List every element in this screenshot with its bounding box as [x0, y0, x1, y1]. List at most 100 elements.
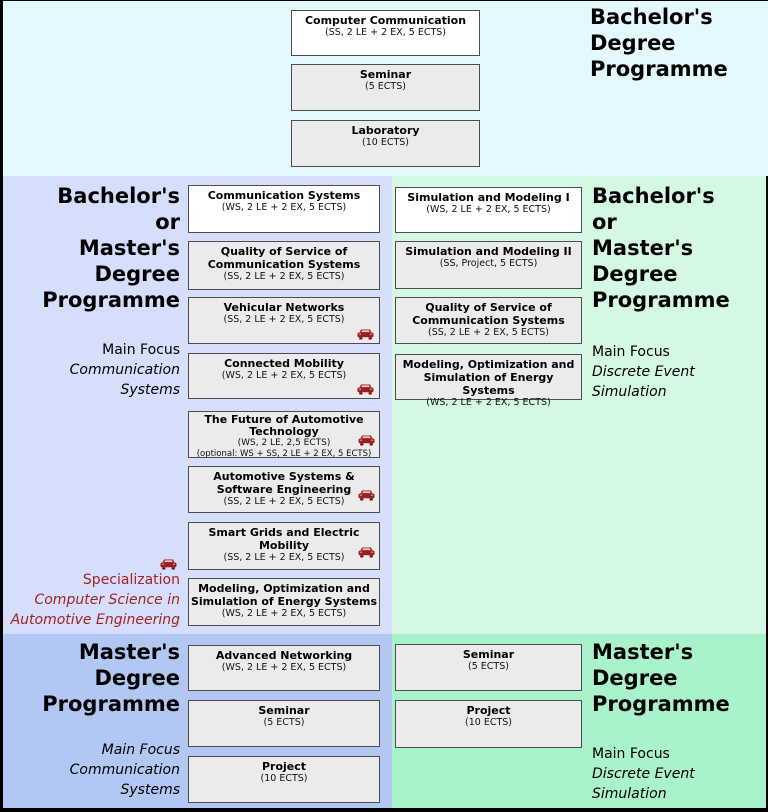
title-line: Degree: [94, 262, 180, 286]
car-icon: [358, 435, 375, 446]
course-box-qos-communication-systems: Quality of Service of Communication Syst…: [188, 241, 380, 290]
region-title-bachelor-or-master-right: Bachelor's or Master's Degree Programme: [592, 183, 764, 313]
course-details: (SS, 2 LE + 2 EX, 5 ECTS): [427, 327, 550, 338]
course-details: (SS, Project, 5 ECTS): [439, 258, 538, 269]
course-box-laboratory: Laboratory (10 ECTS): [291, 120, 480, 167]
course-title: Project: [466, 704, 511, 717]
course-box-vehicular-networks: Vehicular Networks (SS, 2 LE + 2 EX, 5 E…: [188, 297, 380, 344]
course-details: (WS, 2 LE, 2,5 ECTS): [237, 438, 331, 448]
course-title: Quality of Service of Communication Syst…: [412, 301, 565, 327]
course-title: Modeling, Optimization and Simulation of…: [190, 582, 378, 608]
title-line: Programme: [592, 288, 730, 312]
title-line: Programme: [42, 288, 180, 312]
course-box-modeling-optimization-energy-right: Modeling, Optimization and Simulation of…: [395, 354, 582, 408]
course-details: (SS, 2 LE + 2 EX, 5 ECTS): [324, 27, 447, 38]
course-box-seminar-master-left: Seminar (5 ECTS): [188, 700, 380, 747]
course-box-modeling-optimization-energy-left: Modeling, Optimization and Simulation of…: [188, 578, 380, 626]
car-icon: [4, 556, 180, 570]
course-title: Computer Communication: [304, 14, 467, 27]
specialization-name: Automotive Engineering: [10, 612, 180, 628]
car-icon: [357, 329, 374, 340]
course-box-automotive-systems-software-engineering: Automotive Systems & Software Engineerin…: [188, 466, 380, 513]
course-title: Seminar: [258, 704, 310, 717]
title-line: Bachelor's: [592, 184, 715, 208]
course-title: Smart Grids and Electric Mobility: [208, 526, 360, 552]
course-title: Simulation and Modeling II: [405, 245, 572, 258]
car-icon: [358, 490, 375, 501]
car-icon: [357, 384, 374, 395]
course-details: (WS, 2 LE + 2 EX, 5 ECTS): [221, 202, 347, 213]
region-bachelor: Computer Communication (SS, 2 LE + 2 EX,…: [0, 0, 768, 176]
region-bachelor-master-communication: Bachelor's or Master's Degree Programme …: [0, 176, 392, 634]
title-line: Programme: [42, 692, 180, 716]
title-line: Bachelor's: [57, 184, 180, 208]
course-box-connected-mobility: Connected Mobility (WS, 2 LE + 2 EX, 5 E…: [188, 353, 380, 399]
title-line: Master's: [78, 640, 180, 664]
title-line: Degree: [590, 31, 676, 55]
course-details: (5 ECTS): [263, 717, 305, 728]
border-right: [766, 176, 768, 812]
course-box-simulation-modeling-2: Simulation and Modeling II (SS, Project,…: [395, 241, 582, 289]
focus-communication-systems: Main Focus Communication Systems: [4, 340, 180, 400]
course-details: (5 ECTS): [468, 661, 509, 672]
course-box-smart-grids-electric-mobility: Smart Grids and Electric Mobility (SS, 2…: [188, 522, 380, 570]
course-box-qos-communication-systems-right: Quality of Service of Communication Syst…: [395, 297, 582, 344]
focus-label: Main Focus: [592, 746, 670, 762]
title-line: Bachelor's: [590, 5, 713, 29]
course-details: (10 ECTS): [465, 717, 512, 728]
course-details: (10 ECTS): [260, 773, 308, 784]
focus-name: Discrete Event: [592, 364, 695, 380]
car-icon: [358, 547, 375, 558]
region-bachelor-master-simulation: Simulation and Modeling I (WS, 2 LE + 2 …: [392, 176, 768, 634]
course-title: The Future of Automotive Technology: [204, 413, 364, 438]
course-title: Communication Systems: [207, 189, 361, 202]
course-title: Connected Mobility: [224, 357, 344, 370]
course-details: (10 ECTS): [362, 137, 409, 148]
course-details: (WS, 2 LE + 2 EX, 5 ECTS): [426, 397, 551, 408]
focus-discrete-event-simulation: Main Focus Discrete Event Simulation: [592, 342, 764, 402]
specialization-name: Computer Science in: [34, 592, 180, 608]
course-details: (SS, 2 LE + 2 EX, 5 ECTS): [223, 496, 345, 507]
course-details: (WS, 2 LE + 2 EX, 5 ECTS): [221, 370, 347, 381]
course-details: (5 ECTS): [365, 81, 406, 92]
course-title: Seminar: [462, 648, 515, 661]
course-box-seminar-master-right: Seminar (5 ECTS): [395, 644, 582, 691]
focus-name: Discrete Event: [592, 766, 695, 782]
title-line: Degree: [592, 666, 678, 690]
course-title: Project: [261, 760, 307, 773]
course-title: Laboratory: [351, 124, 420, 137]
title-line: Programme: [590, 57, 728, 81]
title-line: or: [155, 210, 180, 234]
course-box-computer-communication: Computer Communication (SS, 2 LE + 2 EX,…: [291, 10, 480, 56]
region-title-bachelor: Bachelor's Degree Programme: [590, 4, 768, 82]
title-line: Degree: [94, 666, 180, 690]
focus-name: Communication: [69, 362, 180, 378]
focus-communication-systems-master: Main Focus Communication Systems: [4, 740, 180, 800]
course-box-seminar-bachelor: Seminar (5 ECTS): [291, 64, 480, 111]
course-details: (WS, 2 LE + 2 EX, 5 ECTS): [221, 662, 347, 673]
border-left: [0, 0, 3, 812]
border-bottom: [0, 808, 768, 812]
region-title-master-left: Master's Degree Programme: [4, 639, 180, 717]
course-box-project-master-left: Project (10 ECTS): [188, 756, 380, 803]
course-details: (SS, 2 LE + 2 EX, 5 ECTS): [223, 552, 345, 563]
region-master-simulation: Seminar (5 ECTS) Project (10 ECTS) Maste…: [392, 634, 768, 812]
course-details: (SS, 2 LE + 2 EX, 5 ECTS): [223, 271, 345, 282]
focus-label: Main Focus: [101, 742, 180, 758]
course-title: Modeling, Optimization and Simulation of…: [402, 358, 575, 397]
focus-label: Main Focus: [592, 344, 670, 360]
focus-name: Systems: [120, 382, 181, 398]
border-top: [0, 0, 768, 1]
title-line: Master's: [78, 236, 180, 260]
title-line: Master's: [592, 640, 694, 664]
course-box-communication-systems: Communication Systems (WS, 2 LE + 2 EX, …: [188, 185, 380, 233]
course-details: (WS, 2 LE + 2 EX, 5 ECTS): [221, 608, 347, 619]
focus-name: Simulation: [592, 786, 667, 802]
course-box-project-master-right: Project (10 ECTS): [395, 700, 582, 748]
specialization-label: Specialization: [82, 572, 180, 588]
region-title-master-right: Master's Degree Programme: [592, 639, 764, 717]
title-line: Programme: [592, 692, 730, 716]
title-line: Master's: [592, 236, 694, 260]
course-box-simulation-modeling-1: Simulation and Modeling I (WS, 2 LE + 2 …: [395, 187, 582, 233]
course-title: Seminar: [359, 68, 412, 81]
